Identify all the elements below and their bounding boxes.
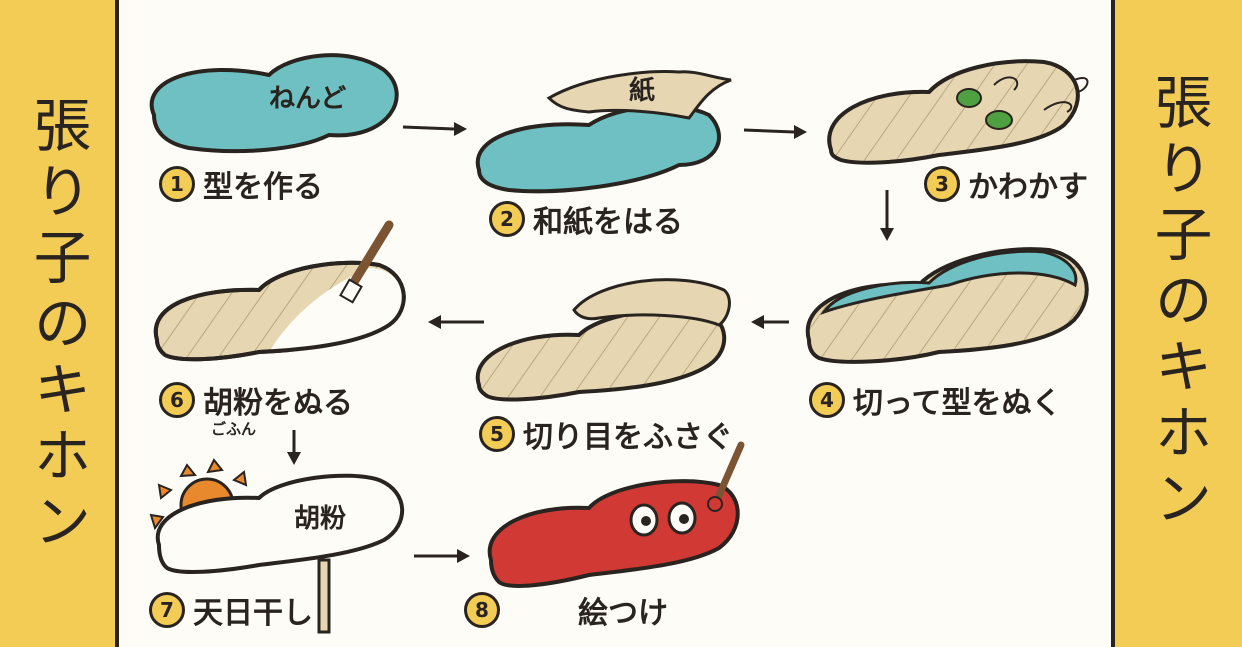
step4-text: 切って型をぬく xyxy=(853,386,1062,421)
step6-text: 胡粉をぬる xyxy=(203,386,353,421)
step7-text: 天日干し xyxy=(193,596,313,631)
right-side-panel: 張り子のキホン xyxy=(1115,0,1242,647)
step8-label: 8 絵つけ xyxy=(464,588,668,632)
arrow-6-to-7 xyxy=(287,430,301,465)
step6-ruby-reading: ごふん xyxy=(211,420,257,438)
left-side-title: 張り子のキホン xyxy=(23,95,92,557)
step8-number-badge: 8 xyxy=(464,592,500,628)
step8-text: 絵つけ xyxy=(578,596,668,631)
step8-painted-shape xyxy=(487,441,745,588)
step7-drying-shape xyxy=(155,473,405,634)
step5-text: 切り目をふさぐ xyxy=(523,420,733,455)
step2-inner-label: 紙 xyxy=(629,76,656,106)
arrow-3-to-4 xyxy=(880,190,894,241)
step6-gofun-shape xyxy=(153,220,406,362)
step5-seal-shape xyxy=(475,278,731,402)
step1-text: 型を作る xyxy=(203,170,323,205)
step2-text: 和紙をはる xyxy=(533,205,683,240)
arrow-1-to-2 xyxy=(402,122,467,136)
step7-number-badge: 7 xyxy=(149,592,185,628)
arrow-7-to-8 xyxy=(414,549,470,563)
step1-clay-shape xyxy=(149,53,399,154)
step5-number-badge: 5 xyxy=(479,416,515,452)
step7-inner-label: 胡粉 xyxy=(294,504,347,534)
arrow-2-to-3 xyxy=(743,125,807,139)
diagram-canvas xyxy=(149,53,1089,634)
step1-inner-label: ねんど xyxy=(269,84,347,114)
arrow-4-to-5 xyxy=(751,315,789,329)
step4-number-badge: 4 xyxy=(809,382,845,418)
step3-number-badge: 3 xyxy=(924,166,960,202)
step4-cut-shape xyxy=(805,247,1089,364)
left-side-panel: 張り子のキホン xyxy=(0,0,115,647)
step1-number-badge: 1 xyxy=(159,166,195,202)
step2-washi-shape xyxy=(475,70,732,194)
arrow-5-to-6 xyxy=(428,315,484,329)
step3-drying-shape xyxy=(827,59,1089,165)
step6-number-badge: 6 xyxy=(159,382,195,418)
step2-number-badge: 2 xyxy=(489,201,525,237)
right-side-title: 張り子のキホン xyxy=(1144,72,1213,534)
step3-text: かわかす xyxy=(968,170,1088,205)
